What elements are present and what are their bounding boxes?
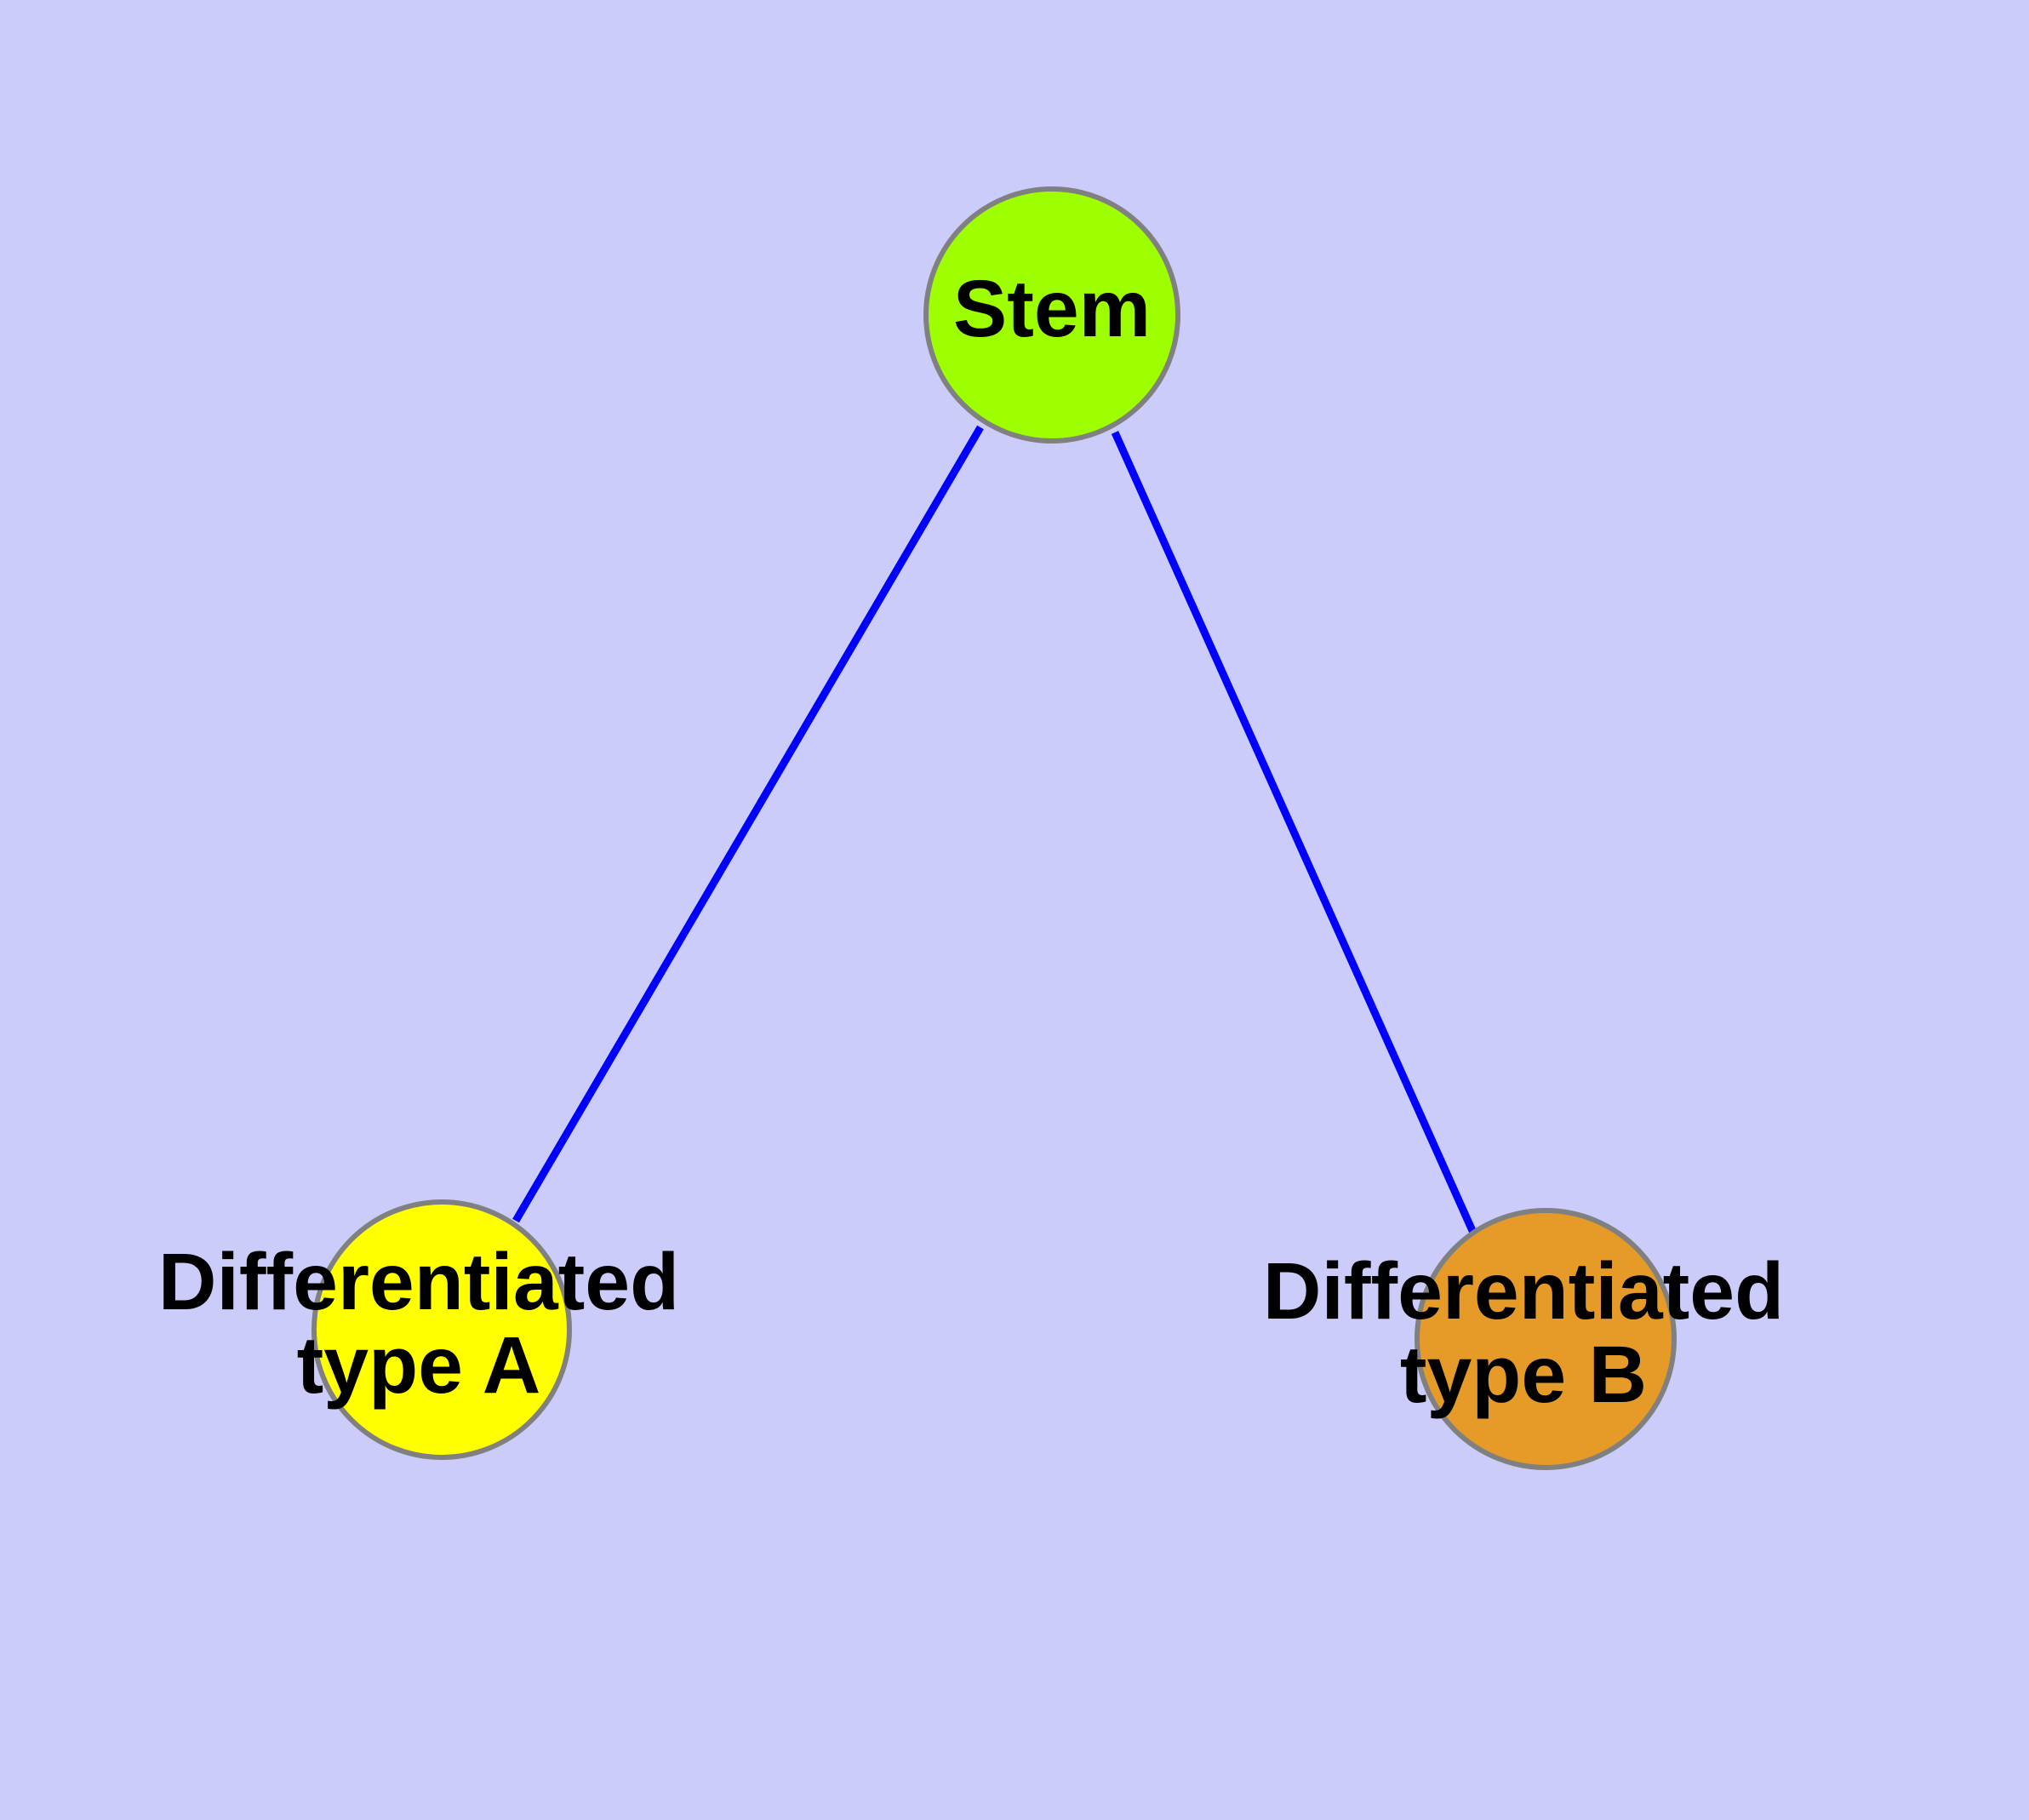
node-label-stem: Stem bbox=[953, 264, 1151, 354]
node-label-line: Differentiated bbox=[158, 1237, 679, 1327]
node-label-line: Stem bbox=[953, 264, 1151, 354]
edge-stem-to-diff-b[interactable] bbox=[1111, 431, 1477, 1234]
node-diff_a[interactable] bbox=[311, 1199, 572, 1460]
node-label-line: type A bbox=[297, 1320, 541, 1411]
edges-layer bbox=[512, 425, 1477, 1234]
node-stem[interactable] bbox=[923, 186, 1180, 444]
nodes-layer bbox=[311, 186, 1677, 1470]
node-label-line: type B bbox=[1400, 1330, 1647, 1420]
node-label-line: Differentiated bbox=[1263, 1246, 1784, 1336]
edge-stem-to-diff-a[interactable] bbox=[512, 425, 984, 1223]
node-diff_b[interactable] bbox=[1415, 1208, 1677, 1470]
